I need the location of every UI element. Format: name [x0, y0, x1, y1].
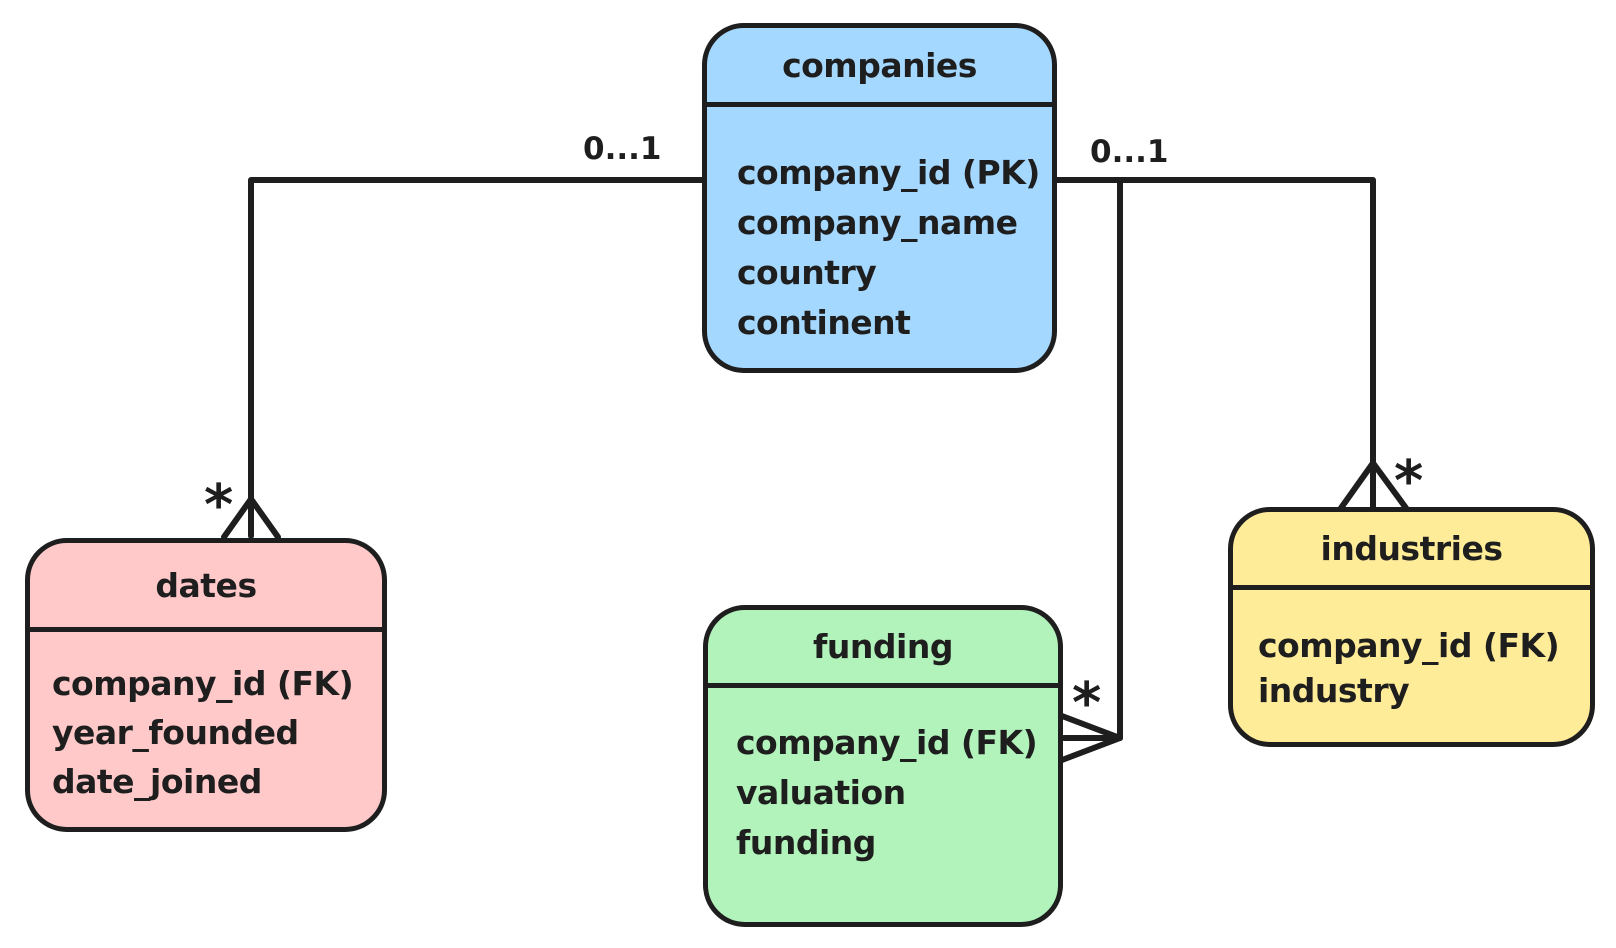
entity-fields-dates: company_id (FK) year_founded date_joined: [30, 632, 382, 806]
entity-field: country: [737, 253, 877, 292]
entity-field: valuation: [736, 773, 906, 812]
relationship-companies-dates: [221, 177, 705, 540]
entity-dates: dates company_id (FK) year_founded date_…: [25, 538, 387, 832]
entity-title-industries: industries: [1233, 512, 1590, 590]
entity-title-companies: companies: [707, 28, 1052, 107]
entity-field: company_id (PK): [737, 153, 1040, 192]
crow-foot-funding: [1059, 713, 1123, 763]
entity-field: industry: [1258, 671, 1410, 710]
entity-companies: companies company_id (PK) company_name c…: [702, 23, 1057, 373]
entity-field: date_joined: [52, 762, 262, 801]
entity-field: company_id (FK): [736, 723, 1038, 762]
entity-fields-funding: company_id (FK) valuation funding: [708, 688, 1058, 868]
entity-industries: industries company_id (FK) industry: [1228, 507, 1595, 747]
connector-line: [248, 177, 705, 539]
entity-title-funding: funding: [708, 610, 1058, 688]
crow-foot-dates: [221, 496, 281, 540]
entity-field: company_id (FK): [1258, 626, 1560, 665]
entity-field: company_name: [737, 203, 1018, 242]
relationship-companies-industries: [1054, 177, 1409, 511]
connector-line: [1054, 177, 1376, 511]
entity-title-dates: dates: [30, 543, 382, 632]
entity-field: company_id (FK): [52, 664, 354, 703]
crow-foot-industries: [1338, 460, 1409, 511]
cardinality-label-dates-side-companies: 0...1: [583, 131, 662, 167]
entity-fields-industries: company_id (FK) industry: [1233, 590, 1590, 713]
entity-funding: funding company_id (FK) valuation fundin…: [703, 605, 1063, 927]
entity-field: funding: [736, 823, 876, 862]
cardinality-label-industries-side-companies: 0...1: [1090, 134, 1169, 170]
cardinality-star-funding: *: [1072, 671, 1102, 736]
entity-field: continent: [737, 303, 911, 342]
entity-field: year_founded: [52, 713, 299, 752]
relationship-companies-funding: [1059, 178, 1123, 763]
cardinality-star-industries: *: [1394, 449, 1424, 514]
cardinality-star-dates: *: [204, 473, 234, 538]
entity-fields-companies: company_id (PK) company_name country con…: [707, 107, 1052, 348]
